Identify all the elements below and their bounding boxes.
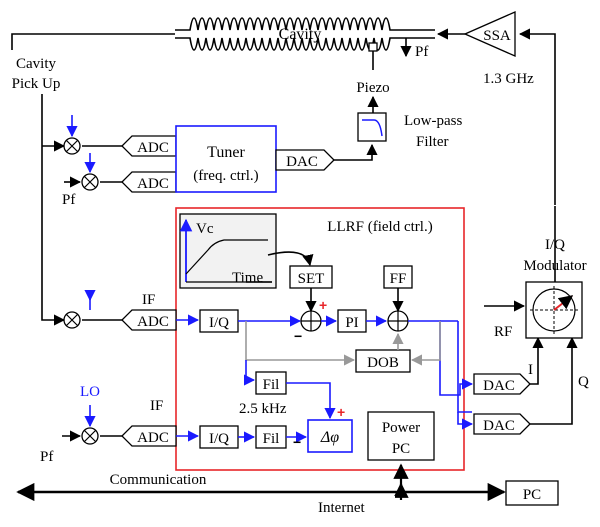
dac-q-to-mod [530, 336, 578, 425]
i-label: I [528, 362, 533, 378]
modulator-to-ssa-line [518, 28, 556, 205]
llrf-label: LLRF (field ctrl.) [327, 219, 432, 235]
pc-block [505, 480, 559, 506]
pf-tuner-label: Pf [62, 192, 75, 208]
fil-1-label: Fil [263, 377, 280, 393]
power-pc-block [367, 411, 435, 461]
dac-i-label: DAC [483, 378, 515, 394]
dac-q-label: DAC [483, 418, 515, 434]
vc-label: Vc [196, 221, 214, 237]
mixer-tuner-pf [81, 173, 99, 191]
if-label-bottom: IF [150, 398, 163, 414]
sum1-minus: − [294, 328, 302, 344]
summing-junction-2 [387, 310, 409, 332]
power-pc-line2: PC [392, 441, 410, 457]
mixer-tuner-pickup [63, 137, 81, 155]
bw-label: 2.5 kHz [239, 401, 287, 417]
sum2-to-dac-q [457, 321, 472, 413]
adc-field-label: ADC [137, 314, 169, 330]
adc-tuner-1-label: ADC [137, 140, 169, 156]
iq-pf-label: I/Q [209, 431, 229, 447]
pf-bottom-label: Pf [40, 449, 53, 465]
llrf-block [175, 207, 465, 471]
adc-pf-label: ADC [137, 430, 169, 446]
dphi-label: Δφ [320, 429, 339, 446]
cavity-pickup-line1: Cavity [16, 56, 56, 72]
ff-label: FF [390, 271, 407, 287]
dac-tuner [275, 149, 335, 171]
dac-to-lpf-arrow [334, 143, 378, 161]
dob-label: DOB [367, 355, 399, 371]
set-label: SET [298, 271, 325, 287]
lpf-label-line2: Filter [416, 134, 449, 150]
rf-label: RF [494, 324, 512, 340]
mixer-pf-bottom [81, 427, 99, 445]
fil1-to-dphi [286, 382, 336, 420]
low-pass-filter [357, 112, 387, 142]
pi-label: PI [345, 315, 358, 331]
iq-field-label: I/Q [209, 315, 229, 331]
freq-label: 1.3 GHz [483, 71, 534, 87]
dac-q-arrow [457, 412, 474, 430]
dob-feedback-in [410, 321, 441, 366]
pf-top-label: Pf [415, 44, 428, 60]
internet-label-bg [345, 496, 395, 516]
power-pc-line1: Power [382, 420, 420, 436]
communication-label: Communication [110, 472, 207, 488]
tuner-label-line2: (freq. ctrl.) [193, 168, 258, 184]
ssa-amplifier: SSA [463, 11, 516, 57]
lo-label: LO [80, 384, 100, 400]
dphi-minus: − [293, 434, 301, 450]
cavity-label: Cavity [279, 26, 322, 43]
q-label: Q [578, 374, 589, 390]
ssa-label: SSA [483, 28, 511, 44]
tuner-block [175, 125, 277, 193]
iq-modulator [525, 281, 583, 339]
dob-block [355, 349, 411, 373]
adc-tuner-2-label: ADC [137, 176, 169, 192]
time-label: Time [232, 270, 263, 286]
dac-i-to-mod [530, 336, 544, 385]
dac-q [473, 413, 531, 435]
dac-tuner-label: DAC [286, 154, 318, 170]
meas-to-fil [243, 360, 256, 386]
phase-detector-block [307, 419, 353, 453]
fil-2-label: Fil [263, 431, 280, 447]
cavity-pickup-line2: Pick Up [12, 76, 61, 92]
sum1-plus: + [319, 297, 327, 313]
pc-label: PC [523, 487, 541, 503]
internet-label: Internet [318, 500, 365, 516]
lpf-label-line1: Low-pass [404, 113, 462, 129]
graph-to-set-arrow [267, 251, 314, 267]
summing-junction-1 [300, 310, 322, 332]
pickup-line-top [11, 33, 175, 50]
sum2-to-dac-i [408, 320, 474, 396]
piezo-actuator [368, 42, 378, 52]
tuner-label-line1: Tuner [207, 144, 245, 161]
dphi-plus: + [337, 404, 345, 420]
pickup-trunk [41, 94, 66, 326]
dac-i [473, 373, 531, 395]
cavity: Cavity [175, 17, 435, 51]
mixer-field [63, 311, 81, 329]
piezo-label: Piezo [356, 80, 389, 96]
if-label-top: IF [142, 292, 155, 308]
